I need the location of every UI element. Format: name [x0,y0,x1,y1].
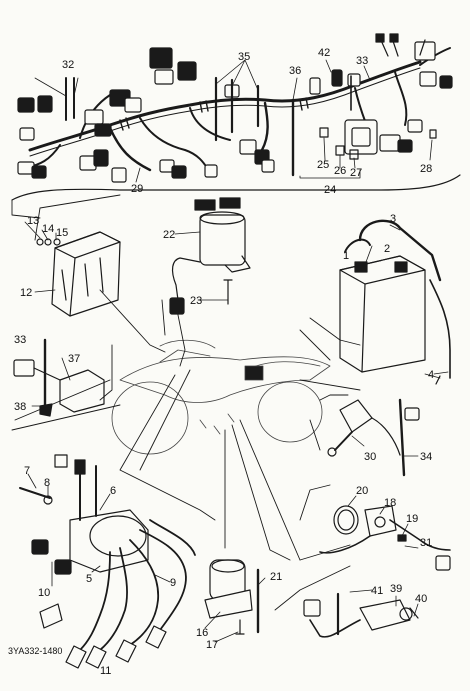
rectifier-regulator [169,197,251,315]
callout-34: 34 [420,451,432,463]
callout-16: 16 [196,627,208,639]
sidestand-switch [327,398,420,477]
callout-5: 5 [86,573,92,585]
neutral-switch-sender [204,559,260,635]
callout-25: 25 [317,159,329,171]
callout-14: 14 [42,223,54,235]
callout-30: 30 [364,451,376,463]
callout-27: 27 [350,167,362,179]
callout-labels: 1 2 3 4 5 6 7 8 9 10 11 12 13 14 15 16 1… [14,47,434,677]
callout-7: 7 [24,465,30,477]
callout-19: 19 [406,513,418,525]
battery-lead-leader [433,371,449,375]
callout-13: 13 [27,215,39,227]
callout-18: 18 [384,497,396,509]
callout-1: 1 [343,250,349,262]
callout-35: 35 [238,51,250,63]
harness-connectors [17,41,453,183]
callout-33-relay: 33 [14,334,26,346]
callout-42: 42 [318,47,330,59]
callout-37: 37 [68,353,80,365]
drawing-code: 3YA332-1480 [8,646,62,656]
callout-23: 23 [190,295,202,307]
callout-26: 26 [334,165,346,177]
callout-4: 4 [428,369,434,381]
callout-31: 31 [420,537,432,549]
callout-21: 21 [270,571,282,583]
callout-36: 36 [289,65,301,77]
callout-22: 22 [163,229,175,241]
callout-28: 28 [420,163,432,175]
callout-9: 9 [170,577,176,589]
leader-lines-main [11,194,361,611]
motorcycle-silhouette [111,339,331,455]
callout-20: 20 [356,485,368,497]
callout-3: 3 [390,213,396,225]
harness-clips [65,33,437,177]
callout-41: 41 [371,585,383,597]
callout-8: 8 [44,477,50,489]
starter-relay [13,338,105,417]
battery [339,219,451,385]
callout-40: 40 [415,593,427,605]
callout-32: 32 [62,59,74,71]
callout-38: 38 [14,401,26,413]
callout-11: 11 [100,665,111,677]
speed-sensor [319,505,451,571]
callout-39: 39 [390,583,402,595]
ignition-coil [19,454,196,669]
callout-6: 6 [110,485,116,497]
callout-15: 15 [56,227,68,239]
callout-29: 29 [131,183,143,195]
callout-17: 17 [206,639,218,651]
callout-2: 2 [384,243,390,255]
leader-lines-top [34,59,433,183]
callout-10: 10 [38,587,50,599]
callout-24: 24 [324,184,336,196]
section-divider-top [11,174,461,201]
igniter-unit [36,231,121,317]
callout-leaders [24,221,441,643]
callout-12: 12 [20,287,32,299]
callout-33-harness: 33 [356,55,368,67]
oil-level-switch [303,592,419,638]
